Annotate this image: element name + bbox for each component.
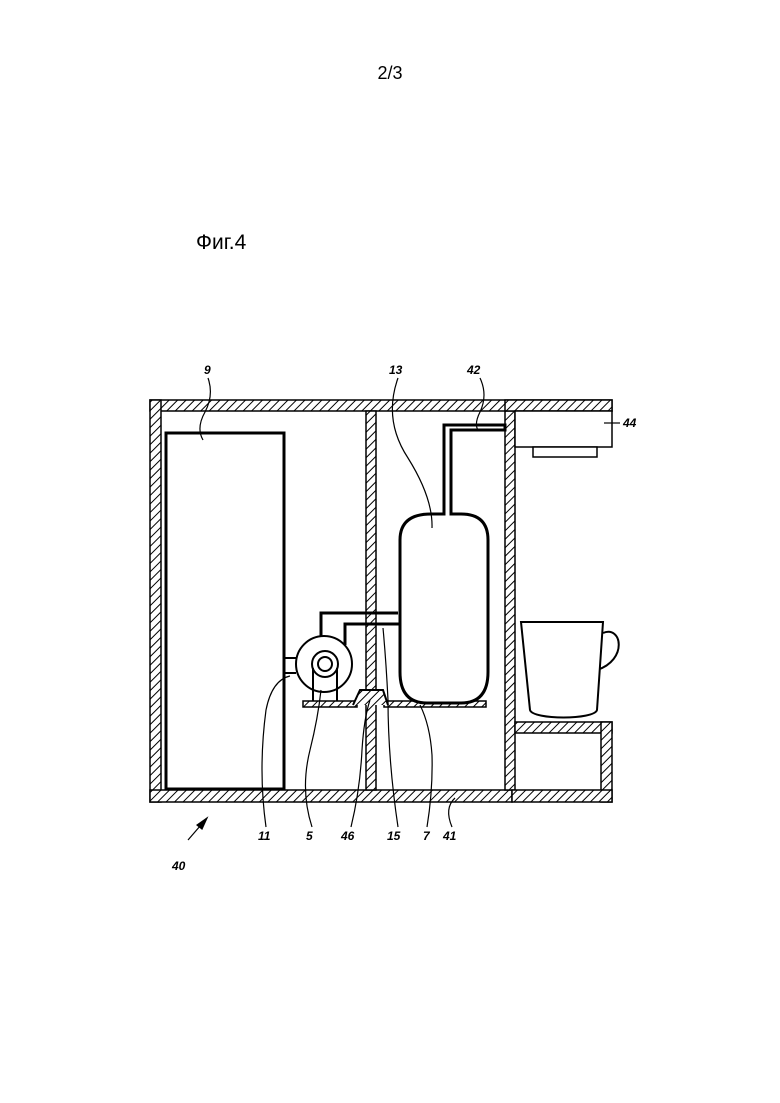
head-block-wall bbox=[505, 400, 612, 411]
label-13: 13 bbox=[389, 363, 403, 377]
label-9: 9 bbox=[204, 363, 211, 377]
valve bbox=[353, 690, 388, 705]
spout bbox=[533, 447, 597, 457]
label-7: 7 bbox=[423, 829, 431, 843]
label-11: 11 bbox=[258, 829, 271, 843]
pump bbox=[296, 636, 352, 701]
right-wall bbox=[505, 411, 515, 790]
label-42: 42 bbox=[466, 363, 481, 377]
brew-head bbox=[515, 411, 612, 457]
housing-bottom-wall bbox=[150, 790, 512, 802]
housing bbox=[150, 400, 612, 802]
boiler bbox=[400, 425, 505, 703]
label-46: 46 bbox=[340, 829, 355, 843]
label-40: 40 bbox=[171, 859, 186, 873]
label-5: 5 bbox=[306, 829, 313, 843]
cup bbox=[521, 622, 619, 718]
label-15: 15 bbox=[387, 829, 401, 843]
drip-tray-bottom bbox=[512, 790, 612, 802]
water-tank bbox=[166, 433, 284, 789]
label-44: 44 bbox=[622, 416, 637, 430]
label-41: 41 bbox=[442, 829, 457, 843]
inner-partition bbox=[366, 411, 376, 790]
drip-tray-base bbox=[515, 722, 612, 733]
housing-left-wall bbox=[150, 400, 161, 802]
